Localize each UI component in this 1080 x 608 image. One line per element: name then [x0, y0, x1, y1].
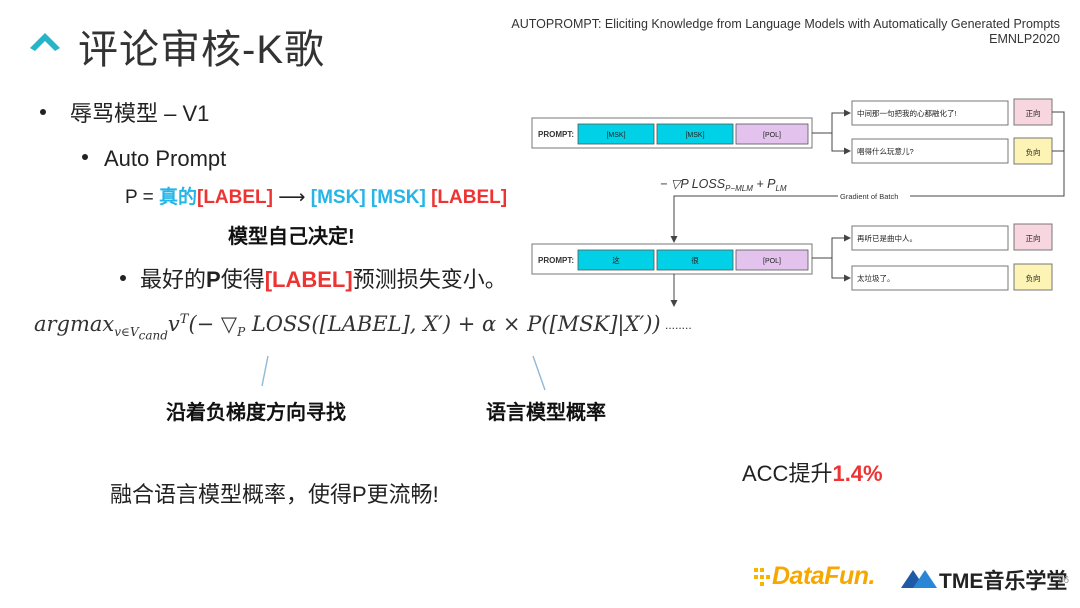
bottom-slot-2-text: 很 [691, 256, 699, 265]
bottom-slot-1-text: 这 [612, 255, 620, 265]
top-slot-3 [735, 123, 809, 145]
b3-prefix: 最好的 [140, 267, 207, 292]
b3-suffix: 预测损失变小。 [352, 267, 507, 292]
acc-prefix: ACC提升 [742, 461, 833, 486]
bottom-sentence-1 [851, 225, 1009, 251]
top-slot-1 [577, 123, 655, 145]
p-zhende: 真的 [158, 187, 197, 208]
top-label-pos-text: 正向 [1026, 108, 1041, 118]
bullet-2-text: Auto Prompt [104, 146, 227, 171]
bottom-slot-3-text: [POL] [763, 258, 781, 265]
pointer-line-lm [532, 355, 546, 391]
loss-expression: − ▽P LOSSP−MLM + PLM [660, 177, 787, 193]
bullet-2: Auto Prompt [82, 146, 226, 172]
top-prompt-label: PROMPT: [538, 130, 574, 139]
top-slot-1-text: [MSK] [606, 132, 625, 139]
top-sentence-1 [851, 100, 1009, 126]
b3-mid: 使得 [220, 267, 265, 292]
reference: AUTOPROMPT: Eliciting Knowledge from Lan… [511, 17, 1060, 47]
b3-label: [LABEL] [264, 267, 353, 292]
formula-v: v [167, 312, 180, 336]
acc-note: ACC提升1.4% [742, 456, 883, 488]
formula-argmax: argmax [34, 312, 115, 336]
chevron-up-icon [30, 33, 60, 51]
page-number: 96 [1058, 575, 1070, 586]
top-slot-2 [656, 123, 734, 145]
top-sentence-2-text: 唱得什么玩意儿? [857, 146, 914, 156]
bottom-sentence-2 [851, 265, 1009, 291]
bullet-dot [40, 109, 46, 116]
formula-sub2: cand [138, 328, 168, 343]
formula-sup: T [179, 312, 189, 327]
bottom-label-pos [1013, 223, 1053, 251]
p-prefix: P = [125, 187, 159, 208]
pointer-line-gradient [261, 355, 269, 387]
self-decide-note: 模型自己决定! [228, 226, 355, 248]
p-arrow: ⟶ [272, 187, 311, 208]
bottom-sentence-1-text: 再听已是曲中人。 [857, 233, 917, 243]
bottom-prompt-label: PROMPT: [538, 256, 574, 265]
bottom-sentence-2-text: 太垃圾了。 [857, 273, 895, 283]
p-label: [LABEL] [197, 187, 273, 208]
datafun-logo-text: DataFun. [772, 562, 875, 590]
top-slot-3-text: [POL] [763, 132, 781, 139]
reference-paper: AUTOPROMPT: Eliciting Knowledge from Lan… [511, 17, 1060, 31]
tme-logo-icon [901, 570, 937, 588]
formula-sub: v∈V [114, 325, 139, 340]
p-label2: [LABEL] [425, 187, 508, 208]
top-sentence-1-text: 中间那一句把我的心都融化了! [857, 108, 957, 118]
bullet-1: 辱骂模型 – V1 [40, 96, 209, 128]
bottom-slot-3 [735, 249, 809, 271]
bottom-label-neg [1013, 263, 1053, 291]
acc-value: 1.4% [832, 461, 883, 486]
bottom-label-neg-text: 负向 [1026, 273, 1041, 283]
bullet-dot [120, 275, 126, 282]
formula-psub: P [237, 325, 246, 340]
bullet-1-text: 辱骂模型 – V1 [70, 101, 210, 126]
top-slot-2-text: [MSK] [685, 132, 704, 139]
formula-body: (− ▽ [188, 312, 238, 336]
bottom-slot-1 [577, 249, 655, 271]
fusion-note: 融合语言模型概率，使得P更流畅! [110, 482, 439, 507]
tme-logo-text: TME音乐学堂 [939, 570, 1068, 593]
bullet-3: 最好的P使得[LABEL]预测损失变小。 [120, 262, 507, 294]
ellipsis: ........ [665, 318, 692, 332]
reference-venue: EMNLP2020 [989, 32, 1060, 46]
prompt-template-line: P = 真的[LABEL] ⟶ [MSK] [MSK] [LABEL] [125, 182, 507, 209]
gradient-label: Gradient of Batch [840, 192, 898, 201]
caption-gradient: 沿着负梯度方向寻找 [166, 402, 346, 424]
caption-lm: 语言模型概率 [486, 402, 606, 424]
bottom-label-pos-text: 正向 [1026, 233, 1041, 243]
formula-rest: LOSS([LABEL], X′) + α × P([MSK]|X′)) [245, 312, 661, 336]
b3-p: P [206, 267, 221, 292]
top-label-neg [1013, 137, 1053, 165]
top-label-pos [1013, 98, 1053, 126]
datafun-logo-icon [754, 568, 770, 586]
page-title: 评论审核-K歌 [78, 28, 325, 72]
objective-formula: argmaxv∈VcandvT(− ▽P LOSS([LABEL], X′) +… [34, 312, 661, 343]
bottom-slot-2 [656, 249, 734, 271]
top-sentence-2 [851, 138, 1009, 164]
bullet-dot [82, 154, 88, 161]
top-label-neg-text: 负向 [1026, 147, 1041, 157]
p-msk: [MSK] [MSK] [310, 187, 426, 208]
